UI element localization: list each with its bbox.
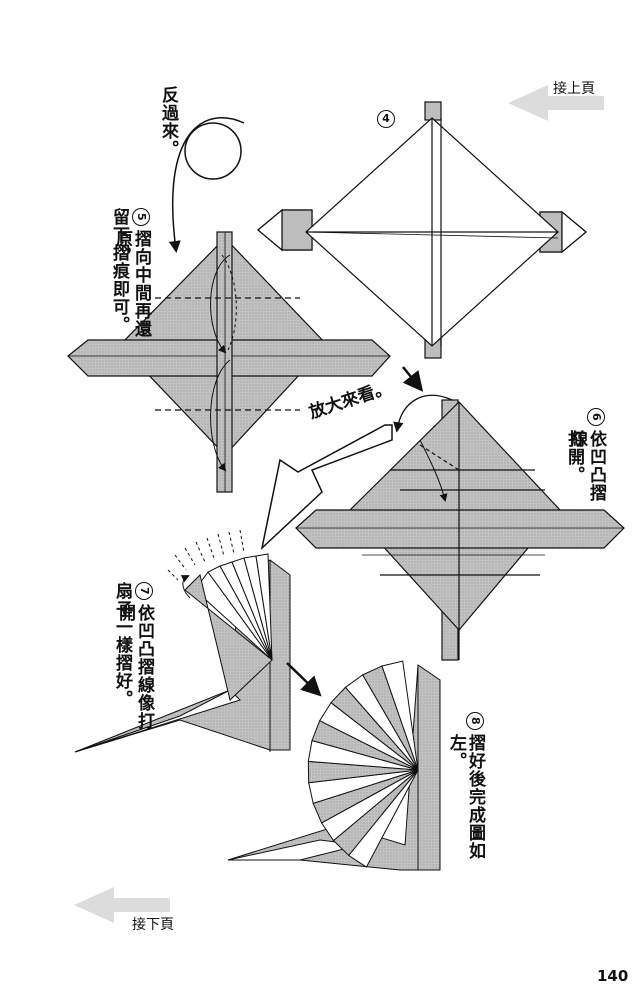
step7-label: 7 依凹凸摺線像打開 扇子一樣摺好。: [103, 582, 154, 742]
step7-figure: [74, 529, 291, 753]
page-number: 140: [597, 967, 629, 985]
step6-figure: [295, 399, 625, 661]
step5-text-1: 摺向中間再還原，: [112, 230, 151, 338]
step8-figure: [227, 660, 441, 871]
step6-number: 6: [587, 408, 605, 426]
step7-text-2: 扇子一樣摺好。: [112, 582, 132, 708]
flow-arrow-4-6: [402, 366, 424, 392]
step4-label: 4: [377, 108, 395, 128]
zoom-in-arrow: [260, 424, 393, 551]
turn-over-arrow: [168, 117, 245, 253]
prev-page-label[interactable]: 接上頁: [553, 81, 595, 97]
fan-pleat: [381, 660, 419, 771]
step6-text-2: 打開。: [564, 430, 584, 484]
step4-figure: [257, 101, 587, 359]
step8-number: 8: [466, 712, 484, 730]
step7-number: 7: [135, 582, 153, 600]
zoom-curve-arrow: [393, 394, 453, 433]
turn-over-note: 反過來。: [158, 86, 178, 158]
next-page-arrow[interactable]: [74, 887, 170, 923]
step5-label: 5 摺向中間再還原， 留下摺痕即可。: [100, 208, 151, 338]
step8-label: 8 摺好後完成圖如左。: [446, 712, 485, 892]
step8-text: 摺好後完成圖如左。: [446, 734, 485, 860]
step6-label: 6 依凹凸摺線 打開。: [555, 408, 606, 518]
flow-arrow-7-8: [286, 662, 322, 697]
next-page-label[interactable]: 接下頁: [132, 917, 174, 933]
step5-figure: [67, 231, 391, 493]
step5-text-2: 留下摺痕即可。: [109, 208, 129, 334]
step7-text-1: 依凹凸摺線像打開: [115, 604, 154, 730]
step4-number: 4: [377, 110, 395, 128]
prev-page-arrow[interactable]: [508, 85, 604, 121]
step6-text-1: 依凹凸摺線: [567, 430, 606, 502]
step5-number: 5: [132, 208, 150, 226]
